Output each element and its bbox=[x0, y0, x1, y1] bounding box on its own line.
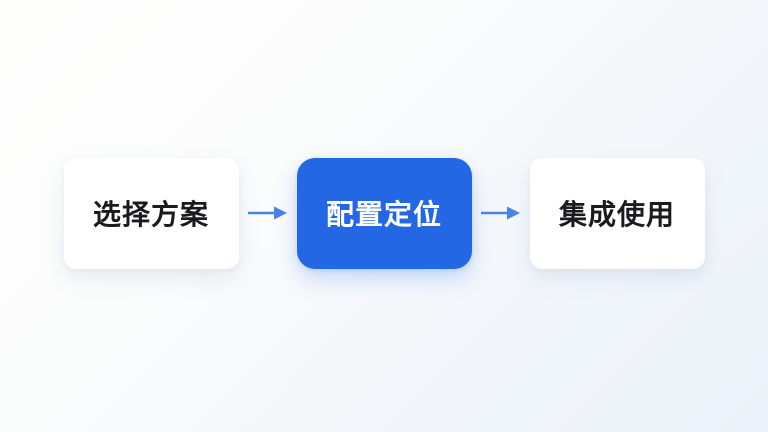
step-label: 配置定位 bbox=[325, 198, 442, 231]
flow-row: 选择方案 配置定位 集成使用 bbox=[63, 157, 705, 269]
arrow-right-icon bbox=[247, 204, 288, 222]
step-label: 选择方案 bbox=[92, 198, 209, 231]
step-label: 集成使用 bbox=[558, 198, 675, 231]
step-box-choose-plan: 选择方案 bbox=[63, 157, 239, 269]
step-box-integrate-use: 集成使用 bbox=[529, 157, 705, 269]
arrow-right-icon bbox=[480, 204, 521, 222]
step-box-configure-positioning: 配置定位 bbox=[296, 157, 472, 269]
